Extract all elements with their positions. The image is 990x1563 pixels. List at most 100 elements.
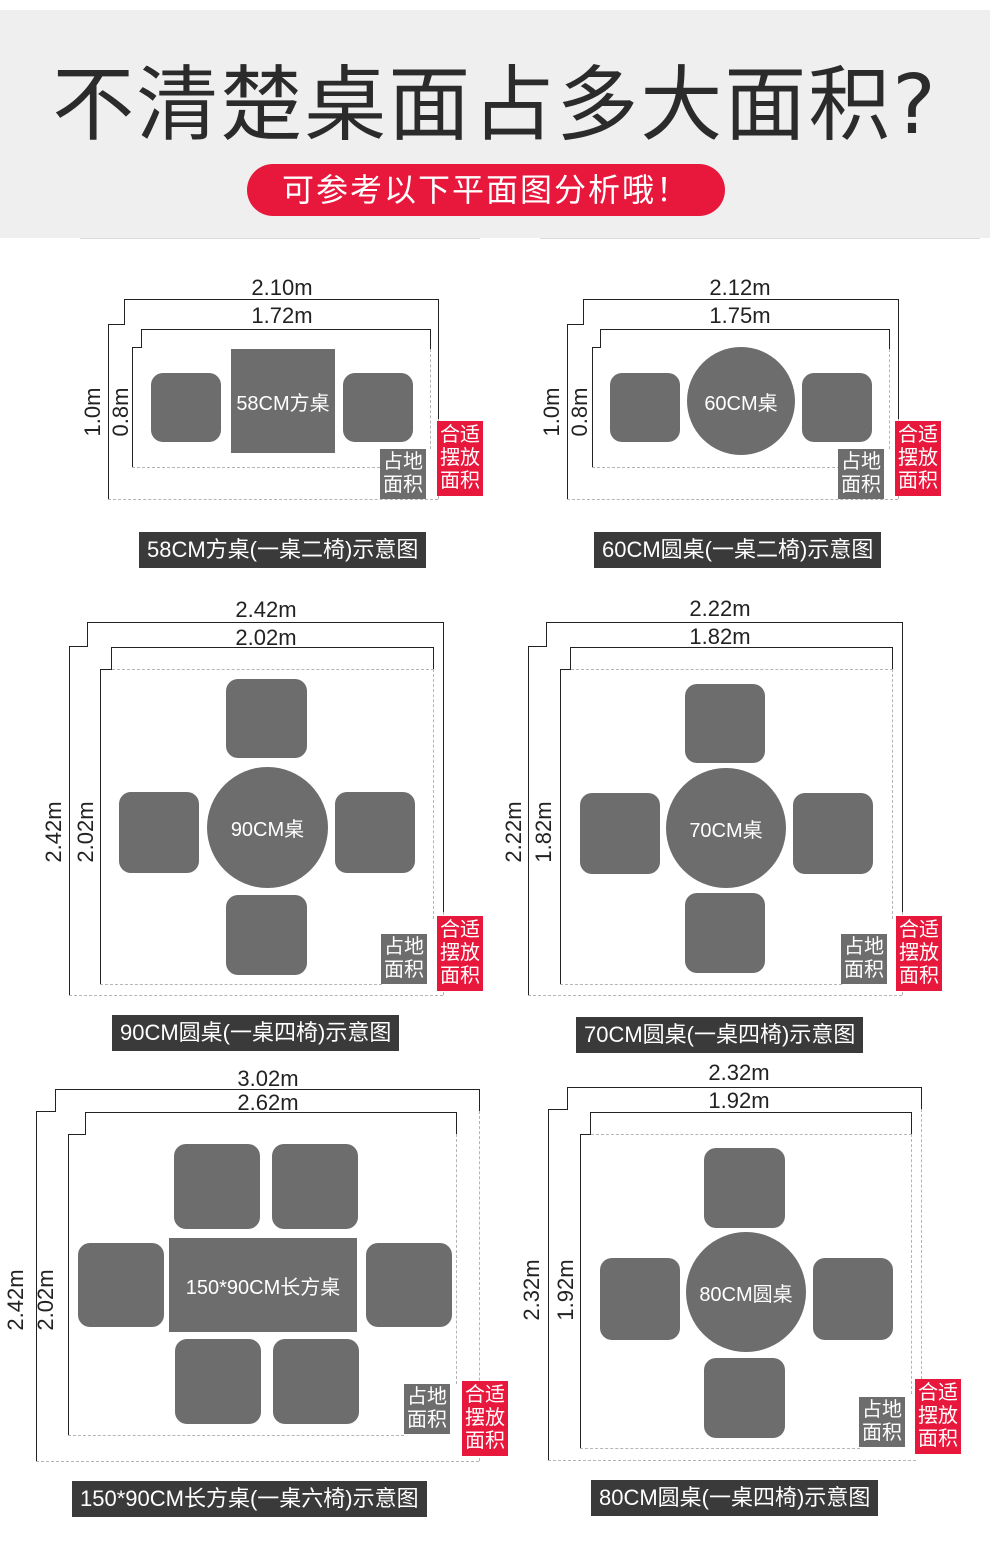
- chair-top: [226, 679, 307, 758]
- inner-step-v: [111, 647, 112, 669]
- outer-bottom-dash: [548, 1460, 916, 1461]
- suitable-area-tag: 合适 摆放 面积: [462, 1381, 508, 1456]
- occupied-area-tag: 占地 面积: [859, 1397, 905, 1447]
- chair-top: [685, 684, 765, 763]
- chair-bottom: [685, 893, 765, 973]
- chair-left: [151, 373, 221, 442]
- outer-step-v: [567, 1087, 568, 1109]
- outer-height-label: 1.0m: [80, 387, 105, 437]
- outer-right-line: [898, 299, 899, 419]
- inner-top-line: [141, 329, 430, 330]
- outer-right-line: [438, 299, 439, 419]
- inner-top-line: [590, 1112, 912, 1113]
- tag-line: 面积: [465, 1430, 505, 1452]
- outer-width-label: 3.02m: [237, 1066, 299, 1091]
- chair-right: [813, 1258, 893, 1340]
- outer-top-line: [546, 622, 903, 623]
- chair-right: [366, 1243, 452, 1327]
- outer-step-v: [546, 622, 547, 646]
- inner-step-h: [560, 669, 571, 670]
- inner-right-line: [892, 647, 893, 669]
- outer-bottom-dash: [69, 995, 443, 996]
- tag-line: 面积: [407, 1409, 447, 1431]
- outer-right-line: [479, 1089, 480, 1111]
- outer-height-label: 2.42m: [41, 801, 66, 863]
- inner-right-line: [433, 647, 434, 669]
- chair-top-left: [174, 1144, 260, 1229]
- divider-left: [80, 238, 480, 239]
- inner-top-dash: [571, 669, 893, 670]
- inner-width-label: 1.82m: [689, 624, 751, 649]
- suitable-area-tag: 合适 摆放 面积: [437, 421, 483, 496]
- inner-top-line: [85, 1112, 457, 1113]
- tag-line: 面积: [440, 470, 480, 492]
- inner-step-v: [600, 329, 601, 347]
- chair-left: [78, 1243, 164, 1327]
- outer-left-line: [567, 324, 568, 500]
- inner-top-dash: [591, 1134, 912, 1135]
- outer-bottom-dash: [528, 995, 902, 996]
- tag-line: 合适: [440, 424, 480, 446]
- inner-left-line: [560, 669, 561, 984]
- page-title: 不清楚桌面占多大面积?: [52, 58, 938, 153]
- table-square: 58CM方桌: [231, 349, 335, 453]
- inner-step-h: [100, 669, 112, 670]
- inner-left-line: [580, 1134, 581, 1448]
- tag-line: 占地: [407, 1386, 447, 1408]
- outer-width-label: 2.10m: [251, 275, 313, 300]
- inner-step-h: [132, 347, 142, 348]
- chair-left: [610, 373, 680, 442]
- inner-left-line: [132, 347, 133, 467]
- outer-right-dash: [921, 1109, 922, 1379]
- outer-step-v: [124, 299, 125, 324]
- inner-right-dash: [430, 349, 431, 449]
- occupied-area-tag: 占地 面积: [838, 449, 884, 499]
- outer-step-h: [69, 646, 88, 647]
- outer-top-line: [124, 299, 438, 300]
- inner-step-h: [580, 1134, 591, 1135]
- inner-left-line: [100, 669, 101, 984]
- chair-left: [580, 793, 660, 874]
- inner-right-dash: [456, 1134, 457, 1384]
- suitable-area-tag: 合适 摆放 面积: [896, 916, 942, 991]
- inner-bottom-dash: [592, 467, 840, 468]
- table-round: 60CM桌: [687, 347, 795, 455]
- outer-right-line: [921, 1087, 922, 1109]
- tag-line: 面积: [383, 474, 423, 496]
- outer-top-line: [55, 1089, 480, 1090]
- chair-top: [704, 1148, 785, 1228]
- tag-line: 占地: [841, 451, 881, 473]
- caption: 150*90CM长方桌(一桌六椅)示意图: [72, 1481, 427, 1517]
- tag-line: 合适: [440, 919, 480, 941]
- chair-right: [335, 792, 415, 873]
- outer-width-label: 2.42m: [235, 597, 297, 622]
- suitable-area-tag: 合适 摆放 面积: [437, 916, 483, 991]
- tag-line: 面积: [918, 1428, 958, 1450]
- chair-bottom-right: [273, 1339, 359, 1424]
- inner-left-line: [592, 347, 593, 467]
- outer-height-label: 2.42m: [3, 1269, 28, 1331]
- inner-width-label: 1.72m: [251, 303, 313, 328]
- chair-bottom: [226, 895, 307, 975]
- inner-step-v: [141, 329, 142, 347]
- outer-step-v: [55, 1089, 56, 1111]
- inner-right-dash: [433, 669, 434, 919]
- tag-line: 面积: [841, 474, 881, 496]
- chair-right: [793, 793, 873, 874]
- outer-right-line: [443, 622, 444, 912]
- caption: 60CM圆桌(一桌二椅)示意图: [594, 532, 882, 568]
- inner-step-v: [85, 1112, 86, 1134]
- inner-step-h: [68, 1134, 86, 1135]
- tag-line: 面积: [898, 470, 938, 492]
- outer-step-v: [583, 299, 584, 324]
- caption: 58CM方桌(一桌二椅)示意图: [139, 532, 427, 568]
- table-round: 70CM桌: [666, 768, 786, 888]
- tag-line: 摆放: [899, 942, 939, 964]
- outer-width-label: 2.32m: [708, 1060, 770, 1085]
- occupied-area-tag: 占地 面积: [380, 449, 426, 499]
- outer-left-line: [36, 1111, 37, 1461]
- inner-step-v2: [911, 1112, 912, 1134]
- caption: 70CM圆桌(一桌四椅)示意图: [576, 1017, 864, 1053]
- outer-top-line: [567, 1087, 922, 1088]
- outer-left-line: [548, 1109, 549, 1460]
